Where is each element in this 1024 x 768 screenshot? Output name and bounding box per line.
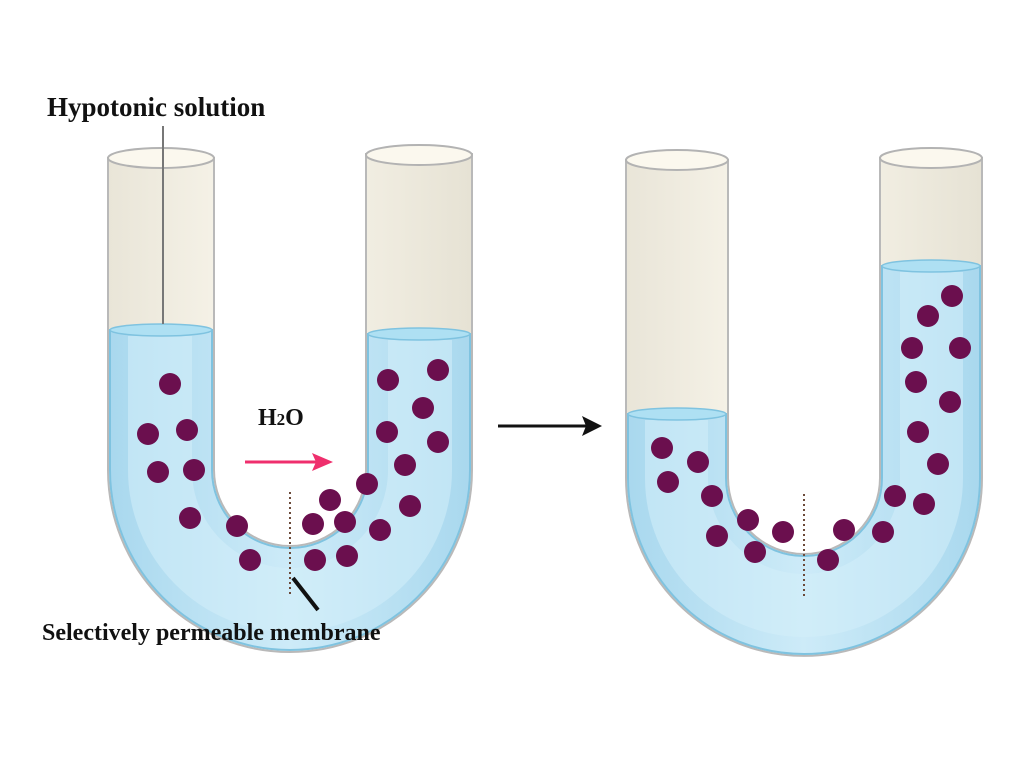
solute-particle xyxy=(949,337,971,359)
liquid-surface-right xyxy=(367,327,471,341)
membrane-leader-line xyxy=(291,576,320,612)
hypotonic-solution-label: Hypotonic solution xyxy=(47,92,265,122)
solute-particle xyxy=(687,451,709,473)
solute-particle xyxy=(706,525,728,547)
solute-particle xyxy=(137,423,159,445)
solute-particle xyxy=(905,371,927,393)
h2o-label: H2O xyxy=(258,405,304,431)
selectively-permeable-membrane-label: Selectively permeable membrane xyxy=(42,620,381,646)
solute-particle xyxy=(427,359,449,381)
u-tube-after xyxy=(625,147,983,657)
solute-particles-left xyxy=(651,437,794,563)
solute-particle xyxy=(412,397,434,419)
solute-particle xyxy=(817,549,839,571)
solute-particle xyxy=(356,473,378,495)
solute-particle xyxy=(304,549,326,571)
h2o-label-subscript: 2 xyxy=(277,410,286,429)
tube-rim-left xyxy=(625,149,729,171)
solute-particle xyxy=(907,421,929,443)
solute-particle xyxy=(179,507,201,529)
solute-particle xyxy=(334,511,356,533)
solute-particle xyxy=(302,513,324,535)
solute-particle xyxy=(913,493,935,515)
solute-particle xyxy=(939,391,961,413)
solute-particle xyxy=(651,437,673,459)
solute-particle xyxy=(377,369,399,391)
solute-particle xyxy=(833,519,855,541)
solute-particle xyxy=(701,485,723,507)
solute-particle xyxy=(872,521,894,543)
solute-particle xyxy=(941,285,963,307)
solute-particles-left xyxy=(137,373,261,571)
solute-particle xyxy=(176,419,198,441)
arrow-right-icon xyxy=(498,416,602,436)
tube-liquid-inner xyxy=(128,336,452,632)
h2o-label-h: H xyxy=(258,405,277,431)
solute-particle xyxy=(901,337,923,359)
u-tube-before xyxy=(107,126,473,653)
solute-particle xyxy=(772,521,794,543)
solute-particle xyxy=(376,421,398,443)
solute-particle xyxy=(427,431,449,453)
solute-particle xyxy=(183,459,205,481)
solute-particle xyxy=(239,549,261,571)
solute-particle xyxy=(319,489,341,511)
tube-rim-right xyxy=(365,144,473,166)
tube-rim-left xyxy=(107,147,215,169)
solute-particles-right xyxy=(817,285,971,571)
solute-particle xyxy=(927,453,949,475)
liquid-surface-left xyxy=(627,407,727,421)
solute-particle xyxy=(336,545,358,567)
solute-particle xyxy=(737,509,759,531)
tube-rim-right xyxy=(879,147,983,169)
solute-particle xyxy=(917,305,939,327)
h2o-label-o: O xyxy=(285,405,304,431)
solute-particle xyxy=(394,454,416,476)
solute-particle xyxy=(399,495,421,517)
solute-particle xyxy=(147,461,169,483)
solute-particles-right xyxy=(302,359,449,571)
liquid-surface-left xyxy=(109,323,213,337)
solute-particle xyxy=(159,373,181,395)
arrow-right-icon xyxy=(245,453,333,471)
solute-particle xyxy=(884,485,906,507)
tube-liquid-inner xyxy=(645,272,963,637)
solute-particle xyxy=(369,519,391,541)
solute-particle xyxy=(226,515,248,537)
solute-particle xyxy=(744,541,766,563)
solute-particle xyxy=(657,471,679,493)
liquid-surface-right xyxy=(881,259,981,273)
